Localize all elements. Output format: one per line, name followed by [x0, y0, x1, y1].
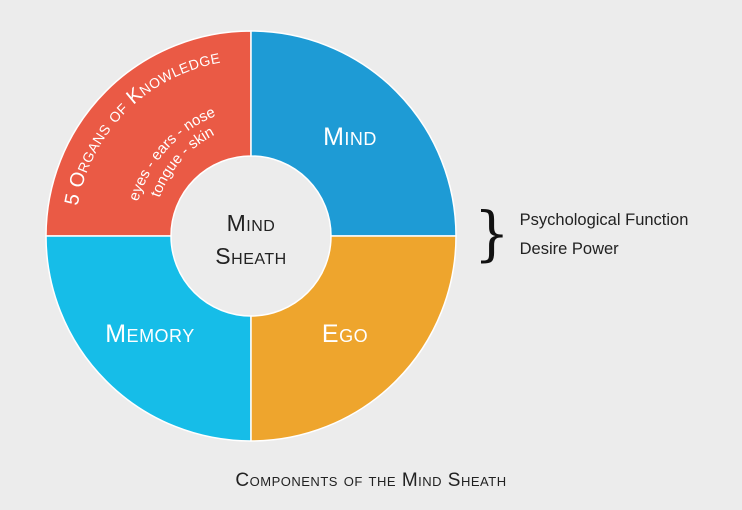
note-psychological-function: Psychological Function: [519, 211, 689, 229]
quadrant-mind: [250, 30, 457, 237]
brace-symbol: }: [474, 200, 510, 269]
diagram-caption: Components of the Mind Sheath: [235, 470, 507, 491]
ego-label: Ego: [322, 320, 368, 348]
quadrant-ego: [250, 235, 457, 442]
center-label-line2: Sheath: [215, 243, 286, 269]
note-desire-power: Desire Power: [519, 240, 619, 258]
mind-label: Mind: [323, 123, 377, 151]
center-circle: [172, 157, 330, 315]
quadrant-organs-of-knowledge: [45, 30, 252, 237]
side-notes-text: Psychological Function Desire Power: [520, 206, 689, 264]
memory-label: Memory: [105, 320, 195, 348]
center-label-line1: Mind: [227, 210, 276, 236]
quadrant-memory: [45, 235, 252, 442]
side-notes: } Psychological Function Desire Power: [474, 200, 689, 269]
